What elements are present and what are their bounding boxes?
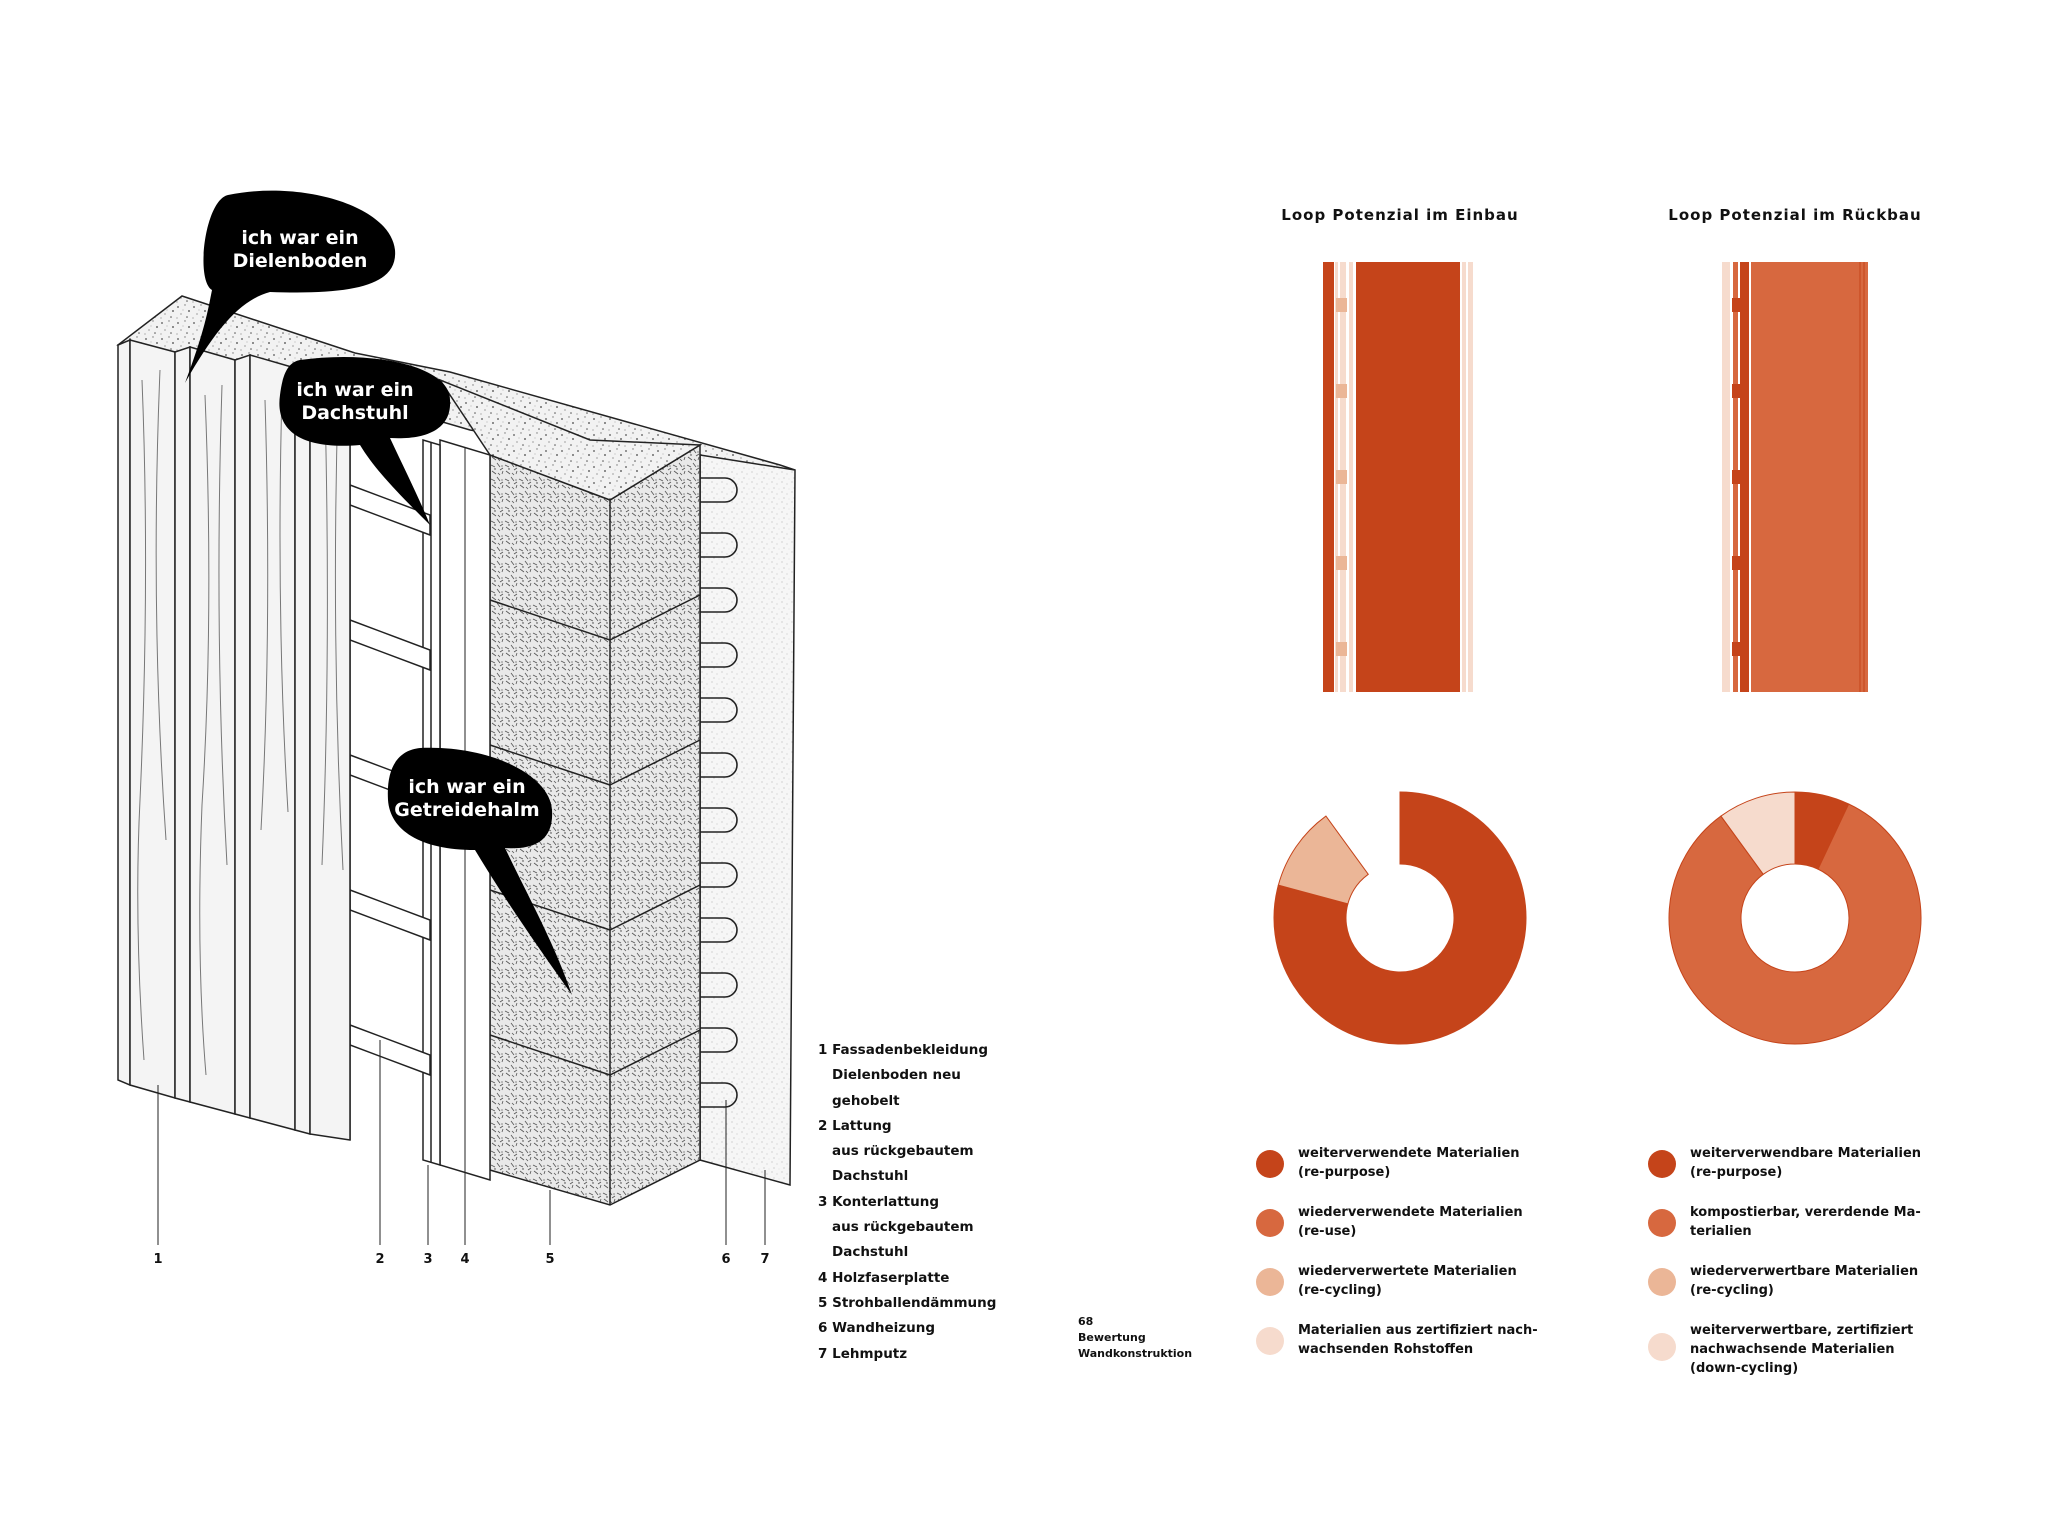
donut-slice <box>1277 815 1369 905</box>
legend-line: 4 Holzfaserplatte <box>818 1269 950 1286</box>
straw-bale-insulation <box>438 378 703 1206</box>
layer-number-7: 7 <box>760 1252 769 1267</box>
section-strip-rueckbau <box>1722 262 1868 692</box>
legend-line: 2 Lattung <box>818 1117 892 1134</box>
legend-label-line: (re-purpose) <box>1690 1165 1783 1180</box>
speech-bubble-getreidehalm: ich war ein Getreidehalm <box>387 747 572 995</box>
chart-title-rueckbau: Loop Potenzial im Rückbau <box>1668 206 1922 224</box>
layer-number-3: 3 <box>423 1252 432 1267</box>
bubble-dielenboden-line1: ich war ein <box>241 227 358 249</box>
legend-swatch-recycling <box>1256 1268 1284 1296</box>
speech-bubble-dachstuhl: ich war ein Dachstuhl <box>279 356 451 525</box>
page-caption: 68 Bewertung Wandkonstruktion <box>1078 1314 1192 1362</box>
legend-label: wiederverwertbare Materialien (re-cyclin… <box>1690 1262 1940 1300</box>
legend-swatch-recycling <box>1648 1268 1676 1296</box>
layer-legend: 1 Fassadenbekleidung Dielenboden neu geh… <box>818 1038 1018 1367</box>
layer-number-4: 4 <box>460 1252 469 1267</box>
legend-label-line: (down-cycling) <box>1690 1361 1799 1376</box>
legend-line: 6 Wandheizung <box>818 1320 936 1337</box>
bubble-getreidehalm-line2: Getreidehalm <box>394 799 539 821</box>
legend-label: weiterverwendbare Materialien (re-purpos… <box>1690 1144 1940 1182</box>
legend-label: weiterverwertbare, zertifiziert nachwach… <box>1690 1321 1940 1378</box>
legend-line: Dielenboden neu <box>832 1067 961 1084</box>
layer-number-1: 1 <box>153 1252 162 1267</box>
caption-line-1: Bewertung <box>1078 1331 1146 1344</box>
bubble-getreidehalm-line1: ich war ein <box>408 776 525 798</box>
legend-swatch-renewable <box>1256 1327 1284 1355</box>
legend-label-line: (re-cycling) <box>1298 1283 1382 1298</box>
legend-label: Materialien aus zertifiziert nach- wachs… <box>1298 1321 1548 1359</box>
bubble-dachstuhl-line1: ich war ein <box>296 379 413 401</box>
legend-label-line: terialien <box>1690 1224 1752 1239</box>
legend-label-line: Materialien aus zertifiziert nach- <box>1298 1323 1538 1338</box>
page-number: 68 <box>1078 1315 1094 1328</box>
legend-label-line: wiederverwertbare Materialien <box>1690 1264 1919 1279</box>
legend-label: wiederverwertete Materialien (re-cycling… <box>1298 1262 1548 1300</box>
legend-line: aus rückgebautem <box>832 1143 974 1160</box>
legend-line: Dachstuhl <box>832 1168 909 1185</box>
leader-lines <box>157 1040 766 1245</box>
legend-swatch-downcycling <box>1648 1333 1676 1361</box>
legend-swatch-compostable <box>1648 1209 1676 1237</box>
layer-number-5: 5 <box>545 1252 554 1267</box>
legend-label-line: weiterverwendbare Materialien <box>1690 1146 1922 1161</box>
legend-label-line: weiterverwendete Materialien <box>1298 1146 1520 1161</box>
layer-number-2: 2 <box>375 1252 384 1267</box>
legend-line: aus rückgebautem <box>832 1219 974 1236</box>
legend-label: wiederverwendete Materialien (re-use) <box>1298 1203 1548 1241</box>
legend-label-line: nachwachsende Materialien <box>1690 1342 1895 1357</box>
legend-label-line: wachsenden Rohstoffen <box>1298 1342 1474 1357</box>
donut-slice <box>1273 791 1527 1045</box>
chart-title-einbau: Loop Potenzial im Einbau <box>1281 206 1519 224</box>
donut-chart-einbau <box>1273 791 1527 1045</box>
wall-heating-pipes <box>700 477 738 1108</box>
section-strip-einbau <box>1323 262 1473 692</box>
legend-label-line: (re-purpose) <box>1298 1165 1391 1180</box>
legend-swatch-repurpose <box>1256 1150 1284 1178</box>
legend-label-line: (re-cycling) <box>1690 1283 1774 1298</box>
speech-bubble-dielenboden: ich war ein Dielenboden <box>185 190 396 383</box>
legend-label-line: wiederverwendete Materialien <box>1298 1205 1523 1220</box>
legend-label-line: kompostierbar, vererdende Ma- <box>1690 1205 1921 1220</box>
legend-label-line: weiterverwertbare, zertifiziert <box>1690 1323 1914 1338</box>
legend-line: 3 Konterlattung <box>818 1193 939 1210</box>
legend-line: Dachstuhl <box>832 1244 909 1261</box>
legend-label-line: (re-use) <box>1298 1224 1357 1239</box>
legend-swatch-reuse <box>1256 1209 1284 1237</box>
legend-swatch-repurpose <box>1648 1150 1676 1178</box>
donut-slice <box>1668 803 1922 1045</box>
legend-line: 7 Lehmputz <box>818 1345 908 1362</box>
facade-cladding-boards <box>117 338 351 1141</box>
legend-label: weiterverwendete Materialien (re-purpose… <box>1298 1144 1548 1182</box>
donut-chart-rueckbau <box>1668 791 1922 1045</box>
bubble-dielenboden-line2: Dielenboden <box>233 250 368 272</box>
caption-line-2: Wandkonstruktion <box>1078 1347 1193 1360</box>
wall-section-drawing: 1 2 3 4 5 6 7 ich war ein Dielenboden ic… <box>116 190 796 1267</box>
bubble-dachstuhl-line2: Dachstuhl <box>301 402 408 424</box>
legend-label: kompostierbar, vererdende Ma- terialien <box>1690 1203 1940 1241</box>
legend-label-line: wiederverwertete Materialien <box>1298 1264 1517 1279</box>
layer-number-6: 6 <box>721 1252 730 1267</box>
legend-line: 1 Fassadenbekleidung <box>818 1042 989 1058</box>
donut-slice <box>1720 791 1796 876</box>
legend-line: 5 Strohballendämmung <box>818 1294 997 1311</box>
legend-line: gehobelt <box>832 1092 900 1109</box>
